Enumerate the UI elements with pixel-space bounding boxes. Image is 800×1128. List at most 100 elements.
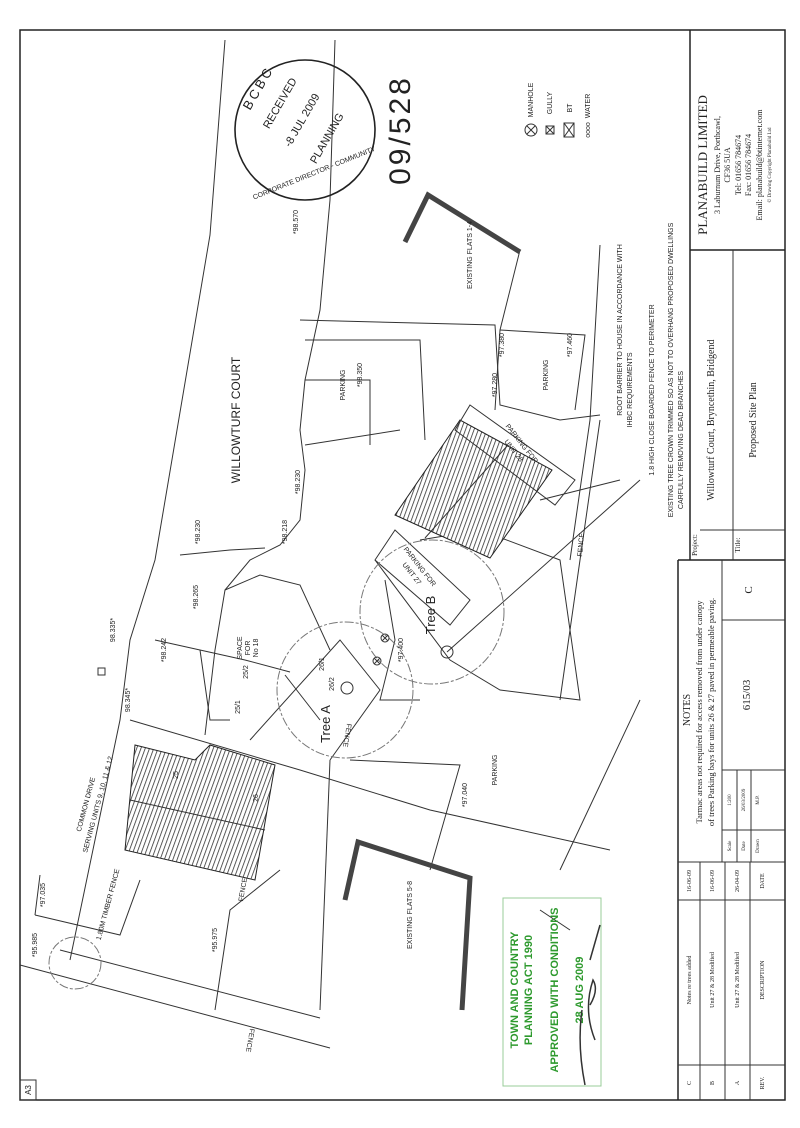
- flats-1-4-label: EXISTING FLATS 1-4: [467, 221, 474, 289]
- tree-b-trunk: [440, 645, 454, 659]
- drawing-title: Proposed Site Plan: [748, 382, 759, 458]
- space-label-2: FOR: [245, 641, 252, 656]
- approval-line-3: APPROVED WITH CONDITIONS: [549, 907, 561, 1072]
- plot-label: 26/2: [329, 677, 336, 691]
- approval-line-1: TOWN AND COUNTRY: [509, 931, 521, 1049]
- tree-a-trunk: [340, 681, 354, 695]
- revision-letter: B: [710, 1081, 716, 1085]
- spot-level: *98.242: [161, 638, 168, 662]
- parking-label: PARKING: [543, 360, 550, 391]
- space-label-3: No 18: [253, 639, 260, 658]
- received-stamp: BCBC RECEIVED -8 JUL 2009 PLANNING CORPO…: [234, 59, 377, 201]
- note-tree-crown: EXISTING TREE CROWN TRIMMED SO AS NOT TO…: [668, 222, 675, 517]
- spot-level: *98.350: [357, 363, 364, 387]
- date-value: 26/03/2009: [742, 788, 747, 811]
- approval-stamp: TOWN AND COUNTRY PLANNING ACT 1990 APPRO…: [502, 897, 602, 1087]
- spot-level: *95.975: [212, 928, 219, 952]
- company-name: PLANABUILD LIMITED: [695, 95, 710, 235]
- revision-letter: A: [735, 1080, 741, 1085]
- legend-label: MANHOLE: [528, 82, 535, 117]
- fence-label: FENCE: [577, 532, 586, 557]
- plot-label: 26: [253, 794, 260, 802]
- spot-level: 98.345*: [125, 688, 132, 712]
- spot-level: *98.230: [195, 520, 202, 544]
- company-email: Email: planabuild@btinternet.com: [755, 109, 764, 221]
- scale-value: 1:200: [728, 794, 733, 806]
- drawing-border: [19, 29, 786, 1101]
- existing-flats-5-8-outline: [342, 838, 473, 1011]
- spot-level: *97.400: [398, 638, 405, 662]
- tree-a-label: Tree A: [318, 705, 333, 743]
- revision-row: C Notes re trees added 16-06-09: [687, 870, 693, 1085]
- spot-level: *97.035: [40, 883, 47, 907]
- note-root-barrier: ROOT BARRIER TO HOUSE IN ACCORDANCE WITH: [617, 244, 624, 416]
- spot-level: *97.040: [462, 783, 469, 807]
- plot-label: 25/2: [243, 665, 250, 679]
- date-label: Date: [742, 841, 747, 851]
- tree-b-canopy: [359, 539, 505, 685]
- approval-line-2: PLANNING ACT 1990: [523, 935, 535, 1045]
- road-label: WILLOWTURF COURT: [229, 356, 243, 483]
- sheet-size-box: A3: [19, 1079, 37, 1101]
- scale-label: Scale: [728, 840, 733, 852]
- units-25-26-building: [124, 744, 276, 881]
- drawing-number: 615/03: [741, 679, 753, 710]
- revision-description: Unit 27 & 28 Modified: [709, 952, 716, 1008]
- note-root-barrier-2: IHBC REQUIREMENTS: [627, 352, 634, 427]
- bt-icon: [563, 122, 575, 138]
- parking-label: PARKING: [492, 755, 499, 786]
- fence-label: FENCE: [341, 723, 352, 748]
- tree-canopy: [48, 936, 102, 990]
- legend: MANHOLE GULLY BT oooo WATER: [524, 82, 592, 138]
- plot-label: 25: [173, 771, 180, 779]
- notes-heading: NOTES: [682, 694, 693, 726]
- spot-level: *97.280: [492, 373, 499, 397]
- timber-fence-label: 1.80M TIMBER FENCE: [96, 868, 122, 941]
- tree-b-label: Tree B: [423, 596, 438, 635]
- company-postcode: CF36 5UA: [723, 147, 732, 183]
- revision-description: Notes re trees added: [687, 956, 693, 1005]
- revision-description: Unit 27 & 28 Modified: [734, 952, 741, 1008]
- legend-label: GULLY: [547, 91, 554, 114]
- spot-level: *98.570: [293, 210, 300, 234]
- flats-5-8-label: EXISTING FLATS 5-8: [407, 881, 414, 949]
- manhole-icon: [380, 633, 390, 643]
- spot-level: *98.230: [295, 470, 302, 494]
- description-header: DESCRIPTION: [760, 960, 766, 1000]
- date-header: DATE: [760, 873, 766, 889]
- spot-level: *98.218: [282, 520, 289, 544]
- company-address: 3 Laburnum Drive, Porthcawl,: [713, 116, 722, 214]
- parking-label: PARKING: [340, 370, 347, 401]
- space-label: SPACE: [237, 636, 244, 660]
- spot-level: 98.335*: [110, 618, 117, 642]
- note-tree-crown-2: CARFULLY REMOVING DEAD BRANCHES: [678, 371, 685, 510]
- approval-date: 28 AUG 2009: [574, 957, 586, 1024]
- revision-date: 16-06-09: [710, 870, 716, 892]
- stamp-department: PLANNING: [308, 111, 347, 166]
- notes-line-2: of trees Parking bays for units 26 & 27 …: [706, 598, 716, 826]
- drawn-value: M.P.: [756, 795, 761, 804]
- gully-icon: [97, 667, 106, 676]
- gully-icon: [545, 125, 555, 135]
- notes-line-1: Tarmac areas not required for access rem…: [694, 600, 704, 824]
- note-fence: 1.8 HIGH CLOSE BOARDED FENCE TO PERIMETE…: [649, 304, 656, 475]
- parking-bay-unit-27: [374, 529, 471, 626]
- signature: [579, 924, 601, 1086]
- copyright: © Drawing Copyright Planabuild Ltd: [767, 127, 773, 202]
- manhole-icon: [372, 656, 382, 666]
- plot-label: 25/1: [235, 700, 242, 714]
- revision-row: A Unit 27 & 28 Modified 26-04-09: [734, 870, 741, 1085]
- plot-label: 26/1: [319, 657, 326, 671]
- units-27-28-building: [394, 419, 553, 559]
- fence-label: FENCE: [238, 877, 249, 902]
- spot-levels: *95.985 *97.035 98.335* 98.345* *98.242 …: [32, 210, 574, 957]
- drawn-label: Drawn: [756, 839, 761, 853]
- manhole-icon: [524, 123, 538, 137]
- spot-level: *97.380: [499, 333, 506, 357]
- revision-date: 26-04-09: [735, 870, 741, 892]
- title-label: Title:: [734, 537, 742, 552]
- fence-label: FENCE: [244, 1028, 255, 1053]
- company-tel: Tel: 01656 784674: [734, 135, 743, 195]
- spot-level: *98.265: [193, 585, 200, 609]
